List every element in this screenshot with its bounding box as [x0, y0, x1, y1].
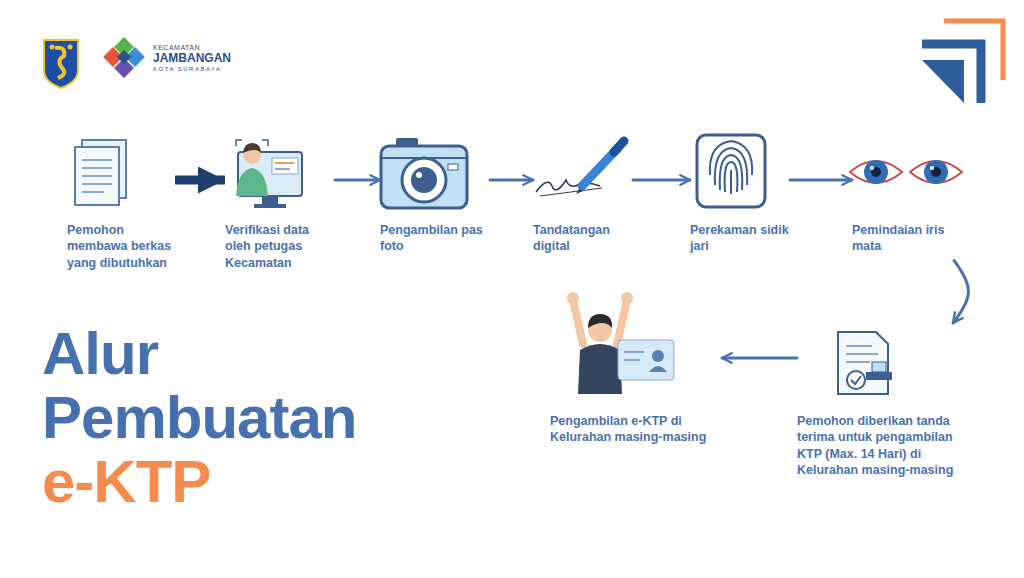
corner-mark [922, 21, 1003, 103]
process-step: Pengambilan e-KTP di Kelurahan masing-ma… [550, 288, 722, 448]
receipt-icon [851, 376, 861, 384]
fingerprint-icon [697, 135, 765, 207]
process-step: Perekaman sidik jari [690, 135, 790, 257]
document-icon [82, 191, 104, 193]
document-icon [82, 183, 112, 185]
receipt-icon [847, 371, 865, 389]
document-icon [75, 140, 126, 205]
step-caption: Pengambilan pas foto [380, 222, 490, 255]
camera-icon [416, 172, 422, 178]
flow-arrow [633, 179, 690, 182]
flow-arrow [175, 176, 225, 185]
verification-icon [236, 140, 302, 208]
process-step: Pemohon membawa berkas yang dibutuhkan [67, 135, 175, 273]
district-logo [103, 37, 145, 78]
city-emblem [68, 45, 73, 50]
district-logo [117, 50, 131, 64]
corner-mark [922, 44, 981, 103]
document-icon [82, 175, 112, 177]
eyes-icon [850, 160, 962, 184]
receipt-icon [866, 372, 892, 380]
person-icon [624, 359, 640, 361]
verification-icon [275, 162, 294, 164]
person-icon [621, 292, 633, 304]
step-caption: Pemindaian iris mata [852, 222, 962, 255]
signature-icon [614, 141, 624, 152]
person-icon [567, 292, 674, 394]
verification-icon [243, 143, 261, 153]
verification-icon [275, 168, 290, 170]
document-icon [82, 159, 112, 161]
receipt-icon [872, 362, 886, 372]
flow-arrow [722, 357, 797, 360]
person-icon [618, 340, 674, 380]
document-icon [75, 147, 119, 205]
eyes-icon [864, 160, 888, 184]
person-icon [649, 366, 667, 372]
camera-icon [381, 146, 467, 208]
signature-icon [576, 189, 583, 194]
process-step: Pemohon diberikan tanda terima untuk pen… [797, 325, 967, 480]
process-step: Pemindaian iris mata [852, 135, 962, 257]
receipt-icon [838, 332, 888, 394]
verification-icon [262, 140, 268, 146]
step-caption: Pemohon membawa berkas yang dibutuhkan [67, 222, 175, 271]
flow-arrow [790, 179, 852, 182]
verification-icon [236, 140, 242, 146]
corner-mark [922, 60, 964, 103]
eyes-icon [910, 161, 962, 183]
person-icon [588, 314, 612, 328]
eyes-icon [850, 161, 902, 183]
eyes-icon [871, 167, 881, 177]
city-emblem [50, 45, 55, 50]
flow-arrow [953, 261, 969, 324]
verification-icon [272, 158, 298, 174]
step-caption: Tandatangan digital [533, 222, 633, 255]
person-icon [573, 300, 583, 344]
fingerprint-icon [710, 141, 752, 175]
eyes-icon [930, 166, 934, 170]
logo-text: JAMBANGAN [153, 51, 231, 65]
person-icon [578, 344, 622, 394]
person-icon [617, 300, 627, 344]
person-icon [652, 350, 664, 362]
camera-icon [381, 138, 467, 208]
document-icon [82, 167, 112, 169]
step-caption: Verifikasi data oleh petugas Kecamatan [225, 222, 335, 271]
verification-icon [254, 204, 286, 208]
city-emblem [44, 40, 78, 88]
receipt-icon [846, 361, 870, 363]
process-step: Verifikasi data oleh petugas Kecamatan [225, 135, 335, 273]
step-caption: Pengambilan e-KTP di Kelurahan masing-ma… [550, 413, 722, 446]
camera-icon [402, 158, 446, 202]
person-icon [567, 292, 579, 304]
title: Alur Pembuatan e-KTP [42, 322, 387, 514]
logo-text: KOTA SURABAYA [153, 66, 222, 72]
verification-icon [236, 168, 268, 196]
camera-icon [411, 167, 437, 193]
eyes-icon [870, 166, 874, 170]
city-emblem [44, 40, 78, 88]
step-caption: Perekaman sidik jari [690, 222, 790, 255]
flow-arrow [490, 179, 533, 182]
receipt-icon [846, 353, 878, 355]
receipt-icon [838, 332, 892, 394]
fingerprint-icon [697, 135, 765, 207]
logo-text: KECAMATAN [153, 44, 200, 51]
flow-arrow [335, 179, 380, 182]
step-caption: Pemohon diberikan tanda terima untuk pen… [797, 413, 967, 478]
city-emblem [55, 48, 64, 78]
eyes-icon [924, 160, 948, 184]
signature-icon [536, 141, 624, 196]
process-step: Tandatangan digital [533, 135, 633, 257]
receipt-icon [846, 345, 872, 347]
process-step: Pengambilan pas foto [380, 135, 490, 257]
eyes-icon [931, 167, 941, 177]
camera-icon [448, 164, 458, 170]
verification-icon [262, 196, 278, 204]
person-icon [624, 351, 644, 353]
signature-icon [540, 188, 602, 196]
fingerprint-icon [730, 170, 732, 194]
